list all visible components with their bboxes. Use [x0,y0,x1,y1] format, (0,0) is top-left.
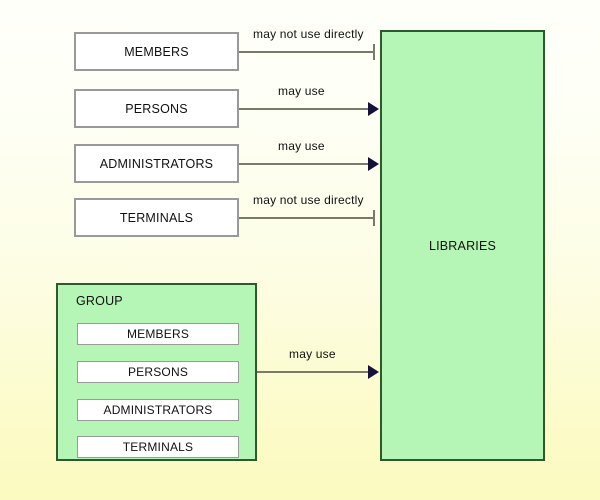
connector-persons-to-libraries: may use [239,84,380,118]
group-item-label: ADMINISTRATORS [103,403,213,417]
connector-members-to-libraries: may not use directly [239,27,375,61]
group-title: GROUP [76,294,123,308]
node-terminals[interactable]: TERMINALS [74,198,239,237]
connector-label: may not use directly [253,27,364,41]
connector-label: may use [289,347,336,361]
group-item-persons[interactable]: PERSONS [77,361,239,383]
group-item-label: MEMBERS [126,327,190,341]
group-item-label: TERMINALS [122,440,194,454]
blocked-endpoint-icon [373,44,375,60]
node-label: TERMINALS [119,210,194,225]
node-libraries[interactable]: LIBRARIES [380,30,545,461]
node-label: LIBRARIES [428,238,497,253]
blocked-endpoint-icon [373,210,375,226]
connector-line [239,108,369,110]
arrowhead-icon [368,102,379,116]
connector-line [239,51,375,53]
connector-label: may not use directly [253,193,364,207]
connector-terminals-to-libraries: may not use directly [239,193,375,227]
node-label: ADMINISTRATORS [99,156,214,171]
group-item-administrators[interactable]: ADMINISTRATORS [77,399,239,421]
connector-group-to-libraries: may use [257,347,380,381]
connector-administrators-to-libraries: may use [239,139,380,173]
arrowhead-icon [368,365,379,379]
group-item-terminals[interactable]: TERMINALS [77,436,239,458]
connector-line [257,371,369,373]
connector-line [239,163,369,165]
node-label: PERSONS [125,101,188,116]
group-item-members[interactable]: MEMBERS [77,323,239,345]
connector-line [239,217,375,219]
connector-label: may use [278,139,325,153]
node-members[interactable]: MEMBERS [74,32,239,71]
group-item-label: PERSONS [127,365,189,379]
node-label: MEMBERS [124,44,189,59]
arrowhead-icon [368,157,379,171]
connector-label: may use [278,84,325,98]
group-container[interactable]: GROUP MEMBERS PERSONS ADMINISTRATORS TER… [56,283,257,461]
node-persons[interactable]: PERSONS [74,89,239,128]
node-administrators[interactable]: ADMINISTRATORS [74,144,239,183]
